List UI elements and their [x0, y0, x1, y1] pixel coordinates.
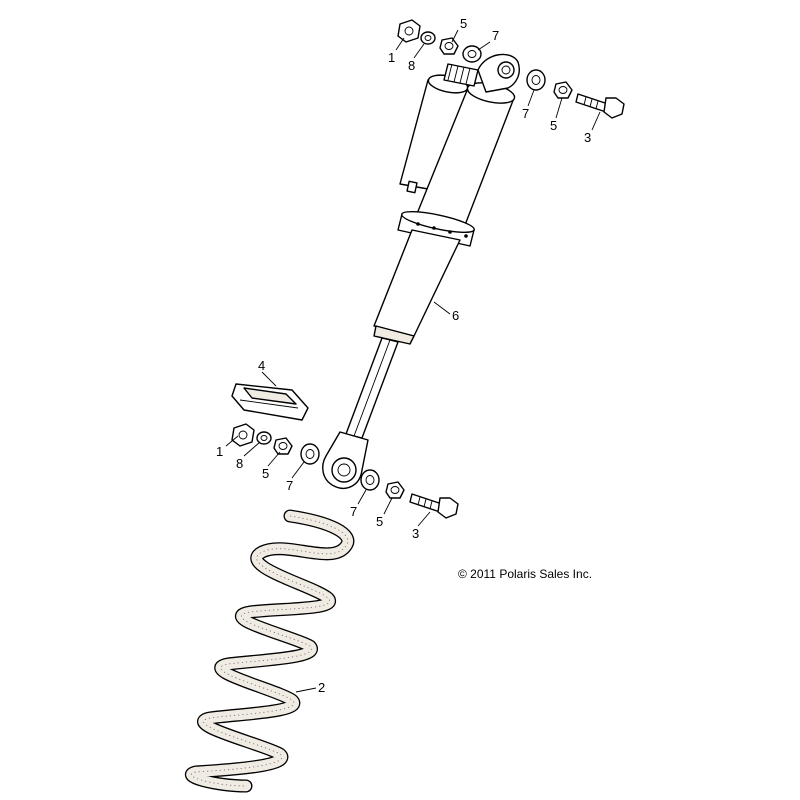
callout-8-top: 8: [408, 58, 415, 73]
washer-7-top: [462, 45, 482, 63]
callout-3-top: 3: [584, 130, 591, 145]
callout-1-top: 1: [388, 50, 395, 65]
bushing-5-right: [553, 81, 573, 99]
washer-8-bottom: [256, 431, 272, 445]
callout-7-bottom-left: 7: [286, 478, 293, 493]
callout-5-right: 5: [550, 118, 557, 133]
coil-spring-2: [184, 509, 355, 793]
washer-7-bottom-left: [300, 443, 320, 465]
bushing-5-bottom-left: [273, 437, 293, 455]
leader-lines: [225, 29, 601, 693]
callout-5-top: 5: [460, 16, 467, 31]
mount-bracket-4: [231, 383, 309, 421]
callout-4: 4: [258, 358, 265, 373]
callout-8-bottom: 8: [236, 456, 243, 471]
nut-1-top: [397, 19, 421, 43]
bushing-5-top: [439, 37, 459, 55]
top-eyelet: [477, 53, 520, 93]
bolt-3-bottom: [409, 493, 459, 519]
washer-8-top: [420, 31, 436, 45]
spring-collar: [397, 211, 475, 247]
bottom-hardware: [231, 423, 459, 519]
bottom-eyelet: [322, 431, 369, 489]
callout-3-bottom: 3: [412, 526, 419, 541]
shock-absorber: [322, 53, 520, 489]
adjuster-cap: [443, 63, 479, 87]
callout-6: 6: [452, 308, 459, 323]
callout-7-right: 7: [522, 106, 529, 121]
bushing-5-bottom-right: [385, 481, 405, 499]
callout-5-bottom-left: 5: [262, 466, 269, 481]
top-hardware: [397, 19, 625, 119]
callout-7-bottom-right: 7: [350, 504, 357, 519]
callout-labels: 1 8 5 7 7 5 3 6 4 1 8 5 7 7 5 3 2: [216, 16, 591, 695]
callout-1-bottom: 1: [216, 444, 223, 459]
callout-7-top: 7: [492, 28, 499, 43]
washer-7-bottom-right: [360, 469, 380, 491]
callout-2: 2: [318, 680, 325, 695]
copyright-notice: © 2011 Polaris Sales Inc.: [458, 567, 592, 581]
washer-7-right: [526, 69, 546, 91]
nut-1-bottom: [231, 423, 255, 447]
callout-5-bottom-right: 5: [376, 514, 383, 529]
bolt-3-top: [575, 93, 625, 119]
